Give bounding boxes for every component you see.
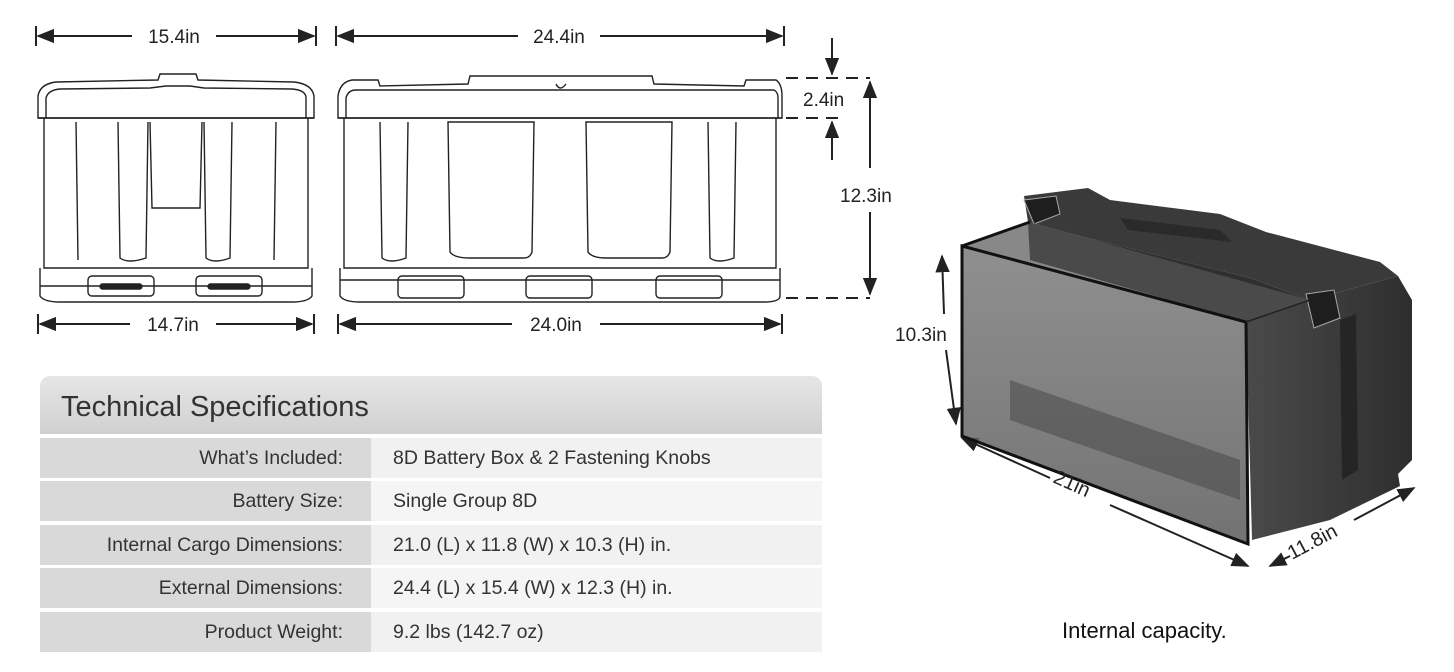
total-height-label: 12.3in [840,186,892,207]
spec-label: Internal Cargo Dimensions: [40,524,371,565]
side-top-length-label: 24.4in [533,27,585,48]
spec-label: Product Weight: [40,611,371,652]
side-bottom-length-label: 24.0in [530,315,582,336]
internal-height-label: 10.3in [895,325,947,346]
specs-header: Technical Specifications [40,376,822,434]
spec-value: 24.4 (L) x 15.4 (W) x 12.3 (H) in. [371,568,822,608]
spec-value: 8D Battery Box & 2 Fastening Knobs [371,437,822,478]
spec-label: What’s Included: [40,437,371,478]
spec-value: 9.2 lbs (142.7 oz) [371,611,822,652]
specs-title: Technical Specifications [61,390,369,423]
battery-box-render [960,188,1412,547]
spec-row: Internal Cargo Dimensions: 21.0 (L) x 11… [40,524,822,565]
spec-row: What’s Included: 8D Battery Box & 2 Fast… [40,437,822,478]
image-caption: Internal capacity. [1062,618,1227,643]
technical-specifications-table: Technical Specifications What’s Included… [40,376,822,652]
side-view-drawing [337,75,783,303]
spec-value: 21.0 (L) x 11.8 (W) x 10.3 (H) in. [371,524,822,565]
dimension-lines [35,26,1416,567]
lid-height-label: 2.4in [803,90,844,111]
front-top-width-label: 15.4in [148,27,200,48]
spec-row: External Dimensions: 24.4 (L) x 15.4 (W)… [40,568,822,608]
spec-label: Battery Size: [40,481,371,521]
spec-row: Battery Size: Single Group 8D [40,481,822,521]
spec-label: External Dimensions: [40,568,371,608]
front-bottom-width-label: 14.7in [147,315,199,336]
spec-row: Product Weight: 9.2 lbs (142.7 oz) [40,611,822,652]
spec-value: Single Group 8D [371,481,822,521]
front-view-drawing [37,73,315,303]
